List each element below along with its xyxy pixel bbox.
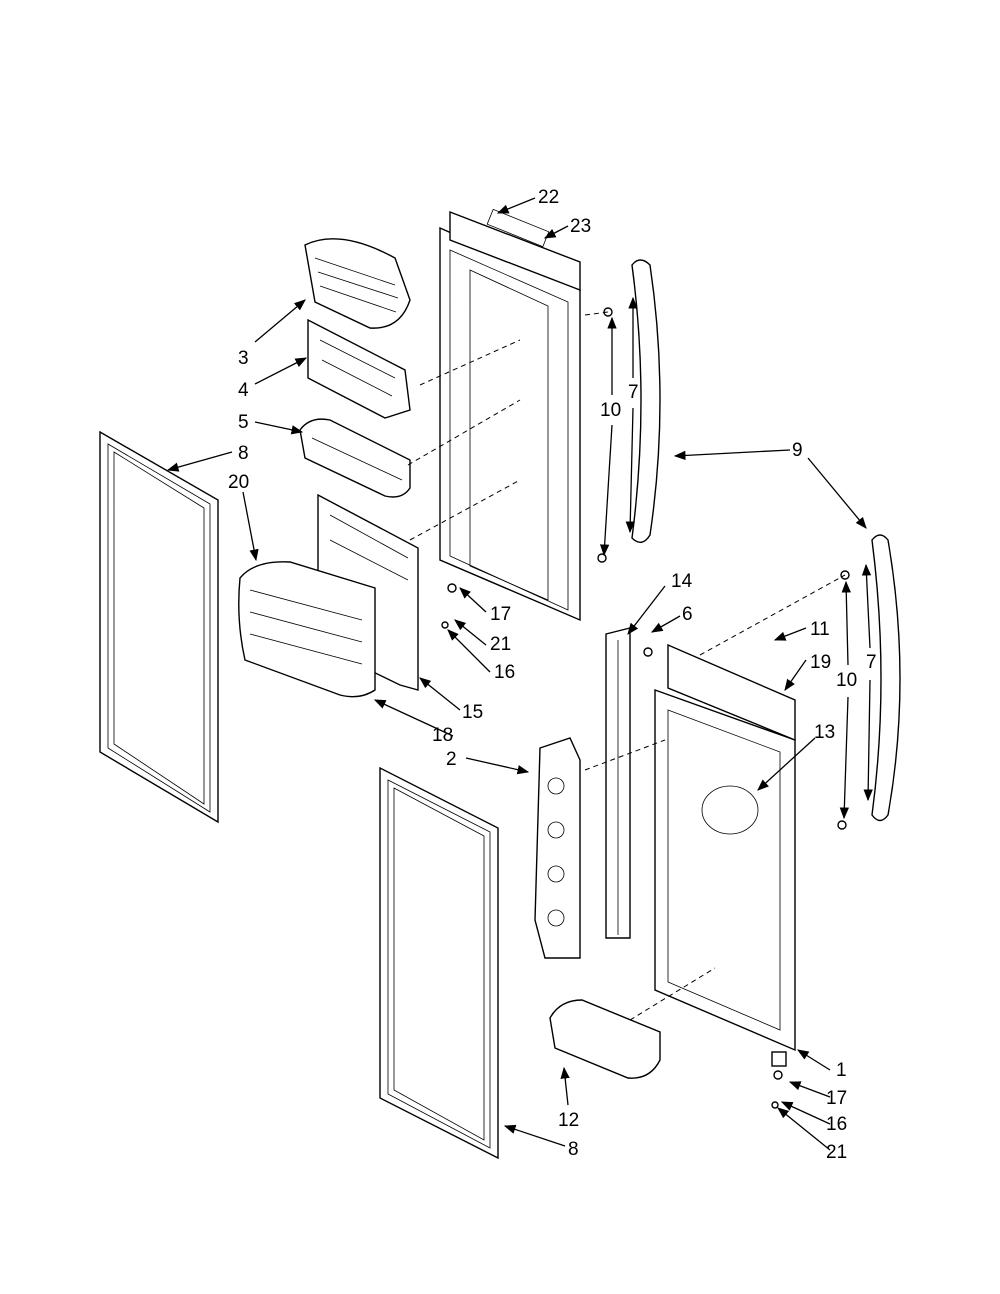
callout-22: 22	[538, 187, 559, 208]
callout-19: 19	[810, 652, 831, 673]
callout-12: 12	[558, 1110, 579, 1131]
bin-part-12	[549, 999, 661, 1079]
callout-15: 15	[462, 702, 483, 723]
callout-10-lower: 10	[836, 670, 857, 691]
bin-part-4	[307, 318, 411, 419]
door-rack-part-2	[534, 737, 581, 959]
shelf-bin-part-5	[299, 418, 411, 498]
callout-21-upper: 21	[490, 634, 511, 655]
callout-16-upper: 16	[494, 662, 515, 683]
callout-5: 5	[238, 412, 249, 433]
callout-4: 4	[238, 380, 249, 401]
callout-13: 13	[814, 722, 835, 743]
door-gasket-left	[99, 430, 219, 824]
callout-16-lower: 16	[826, 1114, 847, 1135]
callout-21-lower: 21	[826, 1142, 847, 1163]
door-liner-upper	[439, 208, 581, 622]
callout-17-lower: 17	[826, 1088, 847, 1109]
callout-10-upper: 10	[600, 400, 621, 421]
callout-20: 20	[228, 472, 249, 493]
callout-8-upper: 8	[238, 443, 249, 464]
callout-1: 1	[836, 1060, 847, 1081]
callout-9: 9	[792, 440, 803, 461]
callout-2: 2	[446, 749, 457, 770]
callout-11: 11	[810, 619, 830, 640]
callout-8-lower: 8	[568, 1139, 579, 1160]
callout-18: 18	[432, 725, 453, 746]
callout-6: 6	[682, 604, 693, 625]
callout-23: 23	[570, 216, 591, 237]
door-handle-lower-part-9	[871, 534, 901, 822]
callout-17-upper: 17	[490, 604, 511, 625]
door-liner-lower	[654, 643, 796, 1052]
callout-7-upper: 7	[628, 382, 639, 403]
callout-labels: 22 23 3 4 5 8 20 10 7 9 14 6 17 21 16 11…	[228, 187, 877, 1163]
door-handle-upper-part-9	[631, 259, 661, 543]
callout-14: 14	[671, 571, 693, 592]
mullion-part-14	[605, 627, 631, 939]
callout-3: 3	[238, 348, 249, 369]
bin-cover-part-3	[304, 238, 411, 329]
callout-7-lower: 7	[866, 652, 877, 673]
leader-lines	[166, 197, 873, 1151]
ice-bin-part-20	[238, 561, 376, 698]
door-gasket-lower	[379, 766, 499, 1160]
